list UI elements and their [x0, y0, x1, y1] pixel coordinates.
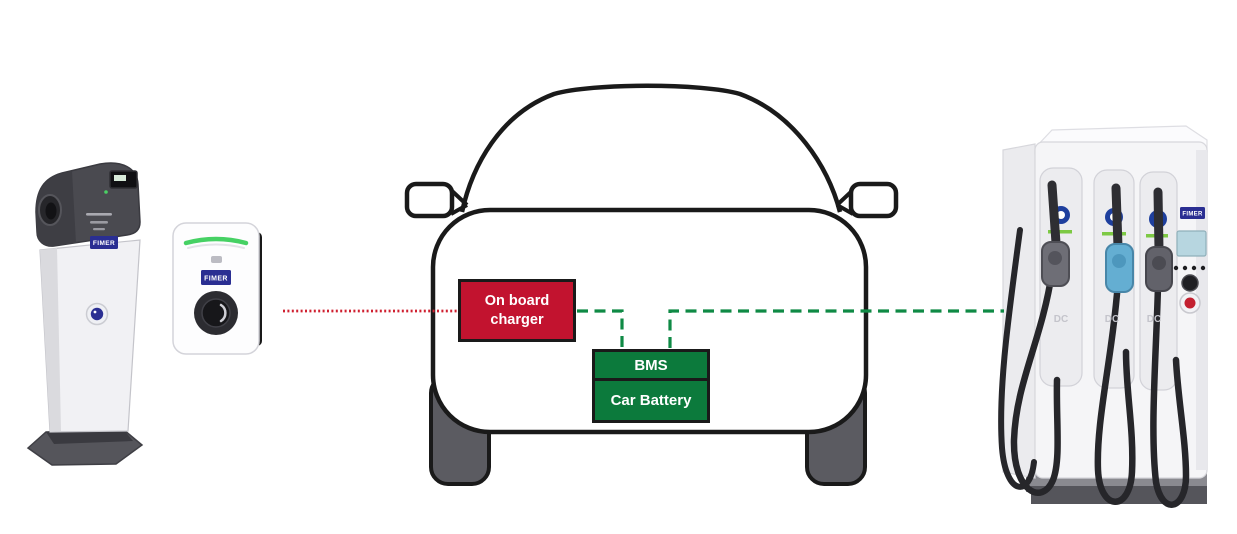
obc-to-bms-line	[577, 309, 624, 348]
car-battery-label: Car Battery	[610, 392, 692, 409]
dc-cable-2	[1094, 278, 1136, 505]
on-board-charger-label: On board charger	[484, 292, 550, 328]
dc-connector-logo-1-glyph	[1057, 211, 1065, 219]
dc-brand-text: FIMER	[1182, 212, 1203, 218]
pedestal-socket-inner	[45, 202, 57, 220]
pedestal-text-line	[90, 221, 108, 224]
wallbox-led-strip	[183, 236, 249, 246]
ac-pedestal-charger: FIMER	[26, 162, 144, 466]
dc-brand-badge	[1180, 207, 1205, 219]
dc-plug-blue	[1105, 243, 1134, 293]
dc-handle-3	[1153, 187, 1164, 255]
dc-plug-gray-2-face	[1152, 256, 1166, 270]
bms-to-dc-line	[668, 309, 1004, 348]
dc-panel-mark-1: DC	[1054, 314, 1068, 325]
pedestal-text-line	[93, 228, 105, 231]
pedestal-brand-badge	[90, 236, 118, 249]
car-battery-box: Car Battery	[595, 381, 707, 420]
car-outline	[404, 83, 899, 486]
dc-handle-2	[1111, 183, 1123, 252]
car-roof	[459, 83, 843, 213]
pedestal-button-highlight	[93, 310, 97, 314]
dc-cable-3	[1150, 282, 1190, 508]
dc-main-button	[1181, 274, 1199, 292]
ac-wallbox-charger: FIMER	[172, 222, 262, 355]
bms-battery-stack: BMS Car Battery	[592, 349, 710, 423]
car-left-mirror	[404, 181, 455, 219]
dc-handle-1	[1047, 180, 1061, 248]
car-right-mirror	[848, 181, 899, 219]
dc-cabinet-right-shade	[1196, 150, 1207, 470]
dc-keypad-dot	[1200, 265, 1206, 271]
dc-plug-blue-face	[1112, 254, 1126, 268]
bms-label: BMS	[634, 356, 668, 374]
wallbox-socket-notch	[219, 303, 227, 323]
pedestal-base-lip	[46, 430, 133, 444]
wallbox-brand-badge	[201, 270, 231, 285]
pedestal-status-led	[104, 190, 108, 194]
on-board-charger-box: On board charger	[458, 279, 576, 342]
dc-fast-charger: DC DC DC FIMER	[998, 125, 1208, 508]
dc-keypad-dot	[1182, 265, 1188, 271]
dc-panel-mark-3: DC	[1147, 314, 1161, 325]
wallbox-brand-text: FIMER	[204, 276, 228, 283]
dc-keypad-dot	[1191, 265, 1197, 271]
pedestal-button	[90, 307, 104, 321]
dc-cable-1	[1010, 268, 1061, 496]
dc-emergency-stop-button	[1184, 297, 1196, 309]
pedestal-brand-text: FIMER	[93, 240, 115, 247]
dc-green-bar-1	[1048, 230, 1072, 234]
car-body	[430, 207, 869, 435]
wallbox-body	[172, 222, 260, 355]
pedestal-display-content	[114, 175, 126, 181]
bms-box: BMS	[595, 352, 707, 381]
pedestal-body-shade	[40, 248, 61, 432]
wallbox-led-shade	[187, 243, 245, 249]
dc-panel-mark-2: DC	[1105, 314, 1119, 325]
dc-lcd-screen	[1176, 230, 1207, 257]
wallbox-indicator-icon	[211, 256, 222, 263]
dc-keypad-dot	[1173, 265, 1179, 271]
pedestal-text-line	[86, 213, 112, 216]
dc-plug-gray-1-face	[1048, 251, 1062, 265]
